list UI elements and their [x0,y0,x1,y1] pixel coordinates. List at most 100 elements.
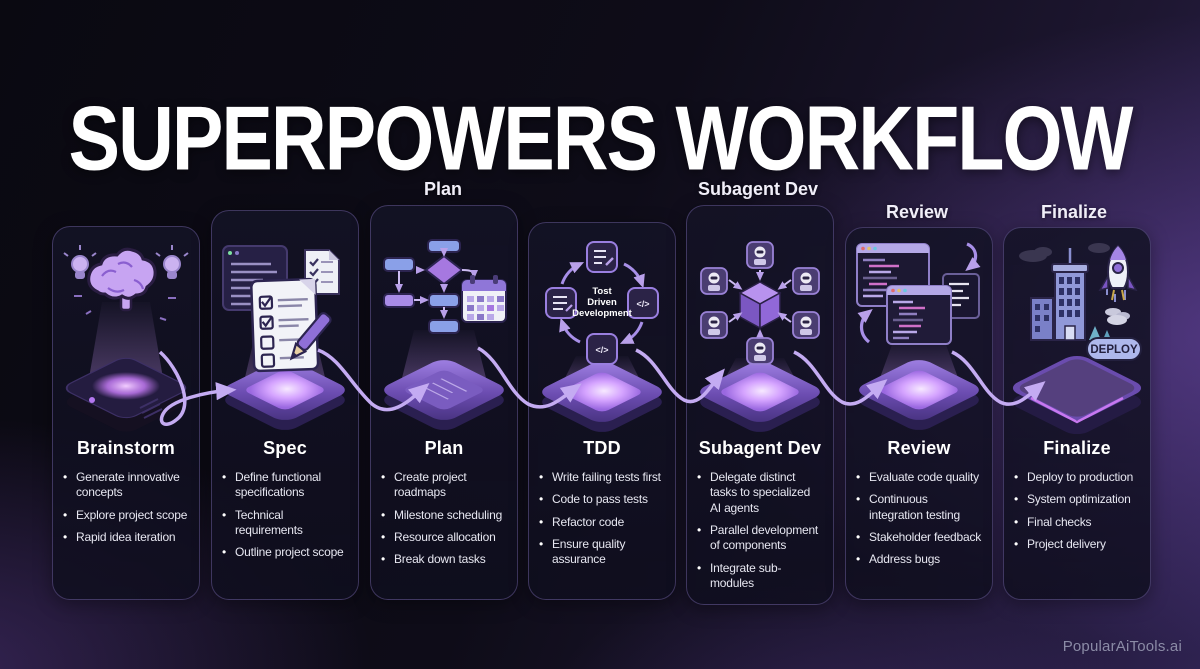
stage-title: TDD [583,438,621,458]
small-building-icon [1030,297,1054,341]
platform-base [1012,355,1142,435]
bullet-dot [856,470,869,485]
bullet-dot [856,530,869,545]
calendar-icon [461,275,507,323]
bullet-item: Final checks [1014,515,1140,530]
ai-agents-cube-icon [700,241,820,432]
lightbulb-icon [63,245,97,279]
spec-illustration [222,219,348,438]
stage-title: Brainstorm [76,438,176,458]
bullet-dot [222,545,235,560]
brain-icon [87,247,157,312]
bullet-dot [63,508,76,523]
agent-arrows [728,270,792,338]
bullet-dot [381,470,394,501]
bullet-item: Stakeholder feedback [856,530,982,545]
bullet-item: Resource allocation [381,530,507,545]
cloud-icon [1019,243,1110,262]
deploy-badge: DEPLOY [1086,337,1142,361]
bullet-item: System optimization [1014,492,1140,507]
stage-bullets: Evaluate code qualityContinuous integrat… [856,470,982,568]
cycle-arrows [559,262,645,344]
floating-label-plan: Plan [423,179,463,199]
bullet-dot [381,508,394,523]
floating-label-review: Review [885,202,949,222]
bullet-dot [856,552,869,567]
bullet-item: Refactor code [539,515,665,530]
page-title: SUPERPOWERS WORKFLOW [68,87,1134,190]
stage-bullets: Generate innovative conceptsExplore proj… [63,470,189,545]
bullet-item: Create project roadmaps [381,470,507,501]
bullet-dot [539,470,552,485]
hologram-device [65,357,187,432]
svg-text:Development: Development [572,308,632,319]
pencil-icon [289,312,332,361]
test-doc-icon [586,241,618,273]
bullet-item: Explore project scope [63,508,189,523]
stage-title: Plan [424,438,464,458]
code-box-icon: </> [627,287,659,319]
bullet-dot [1014,492,1027,507]
stage-title: Review [887,438,951,458]
stage-card-subagent-dev: Subagent Dev Delegate distinct tasks to … [686,205,834,605]
bullet-dot [539,537,552,568]
review-arrows [857,242,981,344]
bullet-dot [381,530,394,545]
finalize-illustration: DEPLOY [1012,236,1142,438]
bullet-dot [1014,470,1027,485]
stage-card-finalize: DEPLOY Finalize Deploy to productionSyst… [1003,227,1151,600]
bullet-dot [381,552,394,567]
stage-title: Spec [263,438,307,458]
svg-text:DEPLOY: DEPLOY [1090,344,1138,356]
bullet-item: Integrate sub-modules [697,561,823,592]
bullet-dot [856,492,869,523]
svg-text:Tost: Tost [592,286,612,297]
code-review-windows-icon [856,242,981,430]
bullet-dot [539,515,552,530]
skyscraper-icon [1051,248,1089,341]
bullet-dot [697,561,710,592]
bullet-item: Technical requirements [222,508,348,539]
lightbulb-icon [155,245,189,279]
svg-text:</>: </> [636,299,649,309]
bullet-item: Code to pass tests [539,492,665,507]
subagent-dev-illustration [697,214,823,438]
stage-bullets: Define functional specificationsTechnica… [222,470,348,561]
bullet-item: Rapid idea iteration [63,530,189,545]
glow-platform [542,362,662,432]
flowchart-calendar-icon [383,239,507,430]
bullet-item: Generate innovative concepts [63,470,189,501]
watermark: PopularAiTools.ai [1062,638,1182,655]
checklist-document-icon [222,245,345,430]
bullet-dot [222,470,235,501]
plan-illustration [381,214,507,438]
stage-card-brainstorm: Brainstorm Generate innovative conceptsE… [52,226,200,600]
stage-card-plan: Plan Create project roadmapsMilestone sc… [370,205,518,600]
checklist-box-icon [545,287,577,319]
stage-bullets: Delegate distinct tasks to specialized A… [697,470,823,592]
bullet-dot [63,470,76,501]
bullet-item: Write failing tests first [539,470,665,485]
bullet-item: Break down tasks [381,552,507,567]
bullet-item: Milestone scheduling [381,508,507,523]
bullet-dot [1014,515,1027,530]
floating-label-subagent-dev: Subagent Dev [697,179,819,199]
glow-platform [225,360,345,430]
city-rocket-deploy-icon: DEPLOY [1012,243,1142,435]
bullet-dot [63,530,76,545]
glow-platform [700,362,820,432]
bullet-item: Ensure quality assurance [539,537,665,568]
core-cube-icon [738,281,782,330]
svg-text:Driven: Driven [587,297,617,308]
bullet-dot [1014,537,1027,552]
sparkle-decorations [74,295,176,321]
code-window [886,285,952,345]
bullet-dot [222,508,235,539]
light-cone [88,302,164,384]
review-illustration [856,236,982,438]
flowchart-nodes [383,239,478,334]
bullet-item: Outline project scope [222,545,348,560]
rocket-icon [1098,244,1138,325]
bullet-item: Continuous integration testing [856,492,982,523]
stage-bullets: Write failing tests firstCode to pass te… [539,470,665,568]
